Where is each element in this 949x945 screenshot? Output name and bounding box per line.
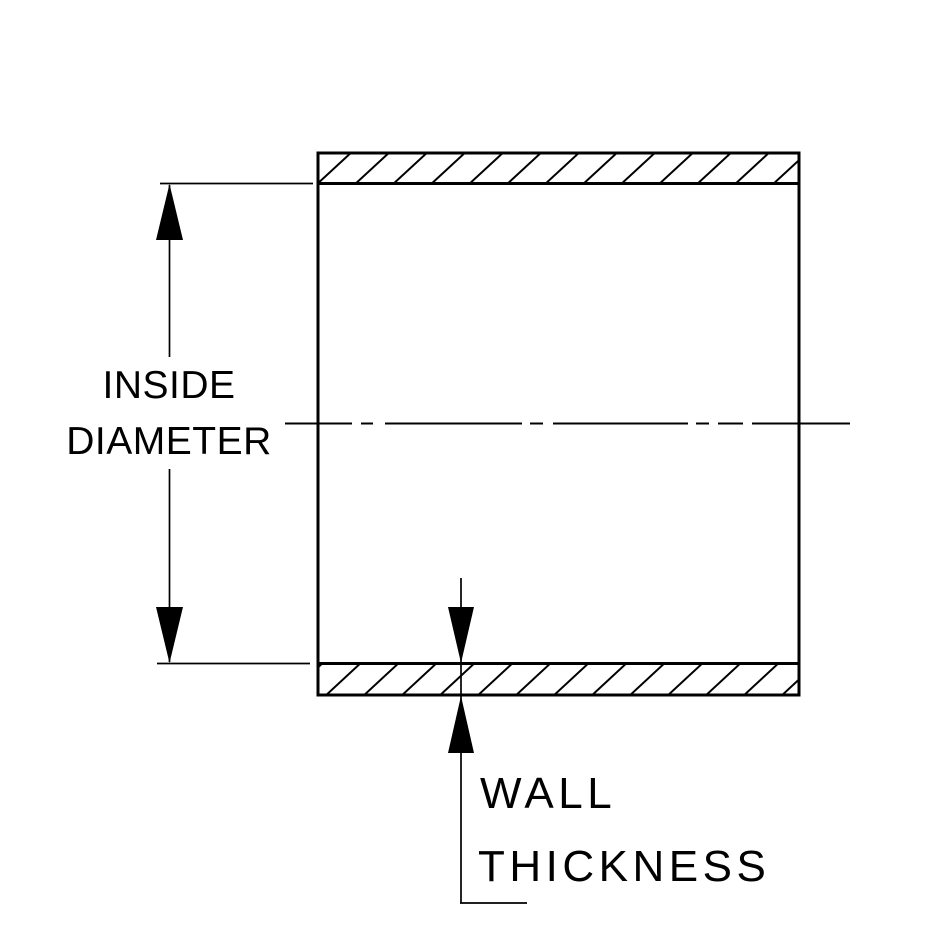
wall-thickness-arrow-up-icon [448,696,474,753]
top-wall-hatching [318,153,799,183]
wall-thickness-label-line1: WALL [480,769,616,818]
wall-thickness-label-line2: THICKNESS [478,842,770,891]
dimension-arrow-up-icon [156,184,183,240]
dimension-arrow-down-icon [156,607,183,663]
inside-diameter-label-line1: INSIDE [102,364,235,407]
inside-diameter-label-line2: DIAMETER [66,420,272,463]
bottom-wall-hatching [318,663,799,695]
wall-thickness-arrow-down-icon [448,607,474,663]
